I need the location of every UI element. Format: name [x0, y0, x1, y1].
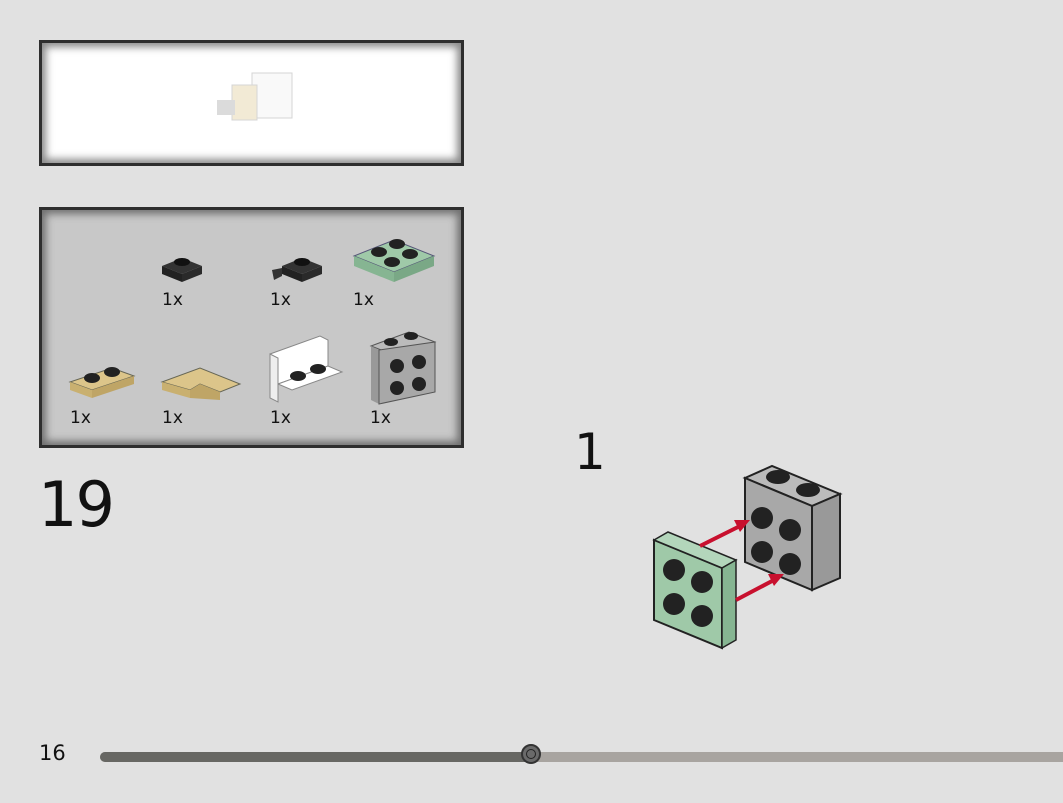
grey-brick [742, 464, 843, 592]
sand-green-plate [652, 531, 738, 650]
part-quantity: 1x [370, 408, 391, 428]
part-tan-plate-1x2 [68, 367, 136, 398]
submodel-preview-panel [39, 40, 464, 166]
part-quantity: 1x [162, 408, 183, 428]
progress-fill [100, 752, 532, 762]
parts-list-panel: 1x 1x 1x 1x 1x 1x 1x [39, 207, 464, 448]
slider-handle[interactable] [521, 744, 542, 764]
page-number: 16 [39, 741, 66, 765]
part-quantity: 1x [270, 290, 291, 310]
part-black-plate-1x1 [162, 258, 202, 282]
part-white-bracket [269, 335, 344, 403]
part-quantity: 1x [353, 290, 374, 310]
assembly-illustration [652, 464, 843, 650]
submodel-image [217, 72, 293, 121]
part-quantity: 1x [70, 408, 91, 428]
part-grey-brick-studs-side [369, 331, 437, 405]
step-number: 19 [38, 468, 115, 541]
sub-step-number: 1 [574, 423, 606, 481]
red-arrow [699, 520, 784, 602]
part-black-plate-clip [272, 258, 322, 282]
part-quantity: 1x [162, 290, 183, 310]
part-sand-green-plate-2x2 [352, 239, 436, 282]
page-progress-slider[interactable] [100, 744, 1063, 764]
part-quantity: 1x [270, 408, 291, 428]
part-tan-corner-tile [160, 367, 242, 400]
